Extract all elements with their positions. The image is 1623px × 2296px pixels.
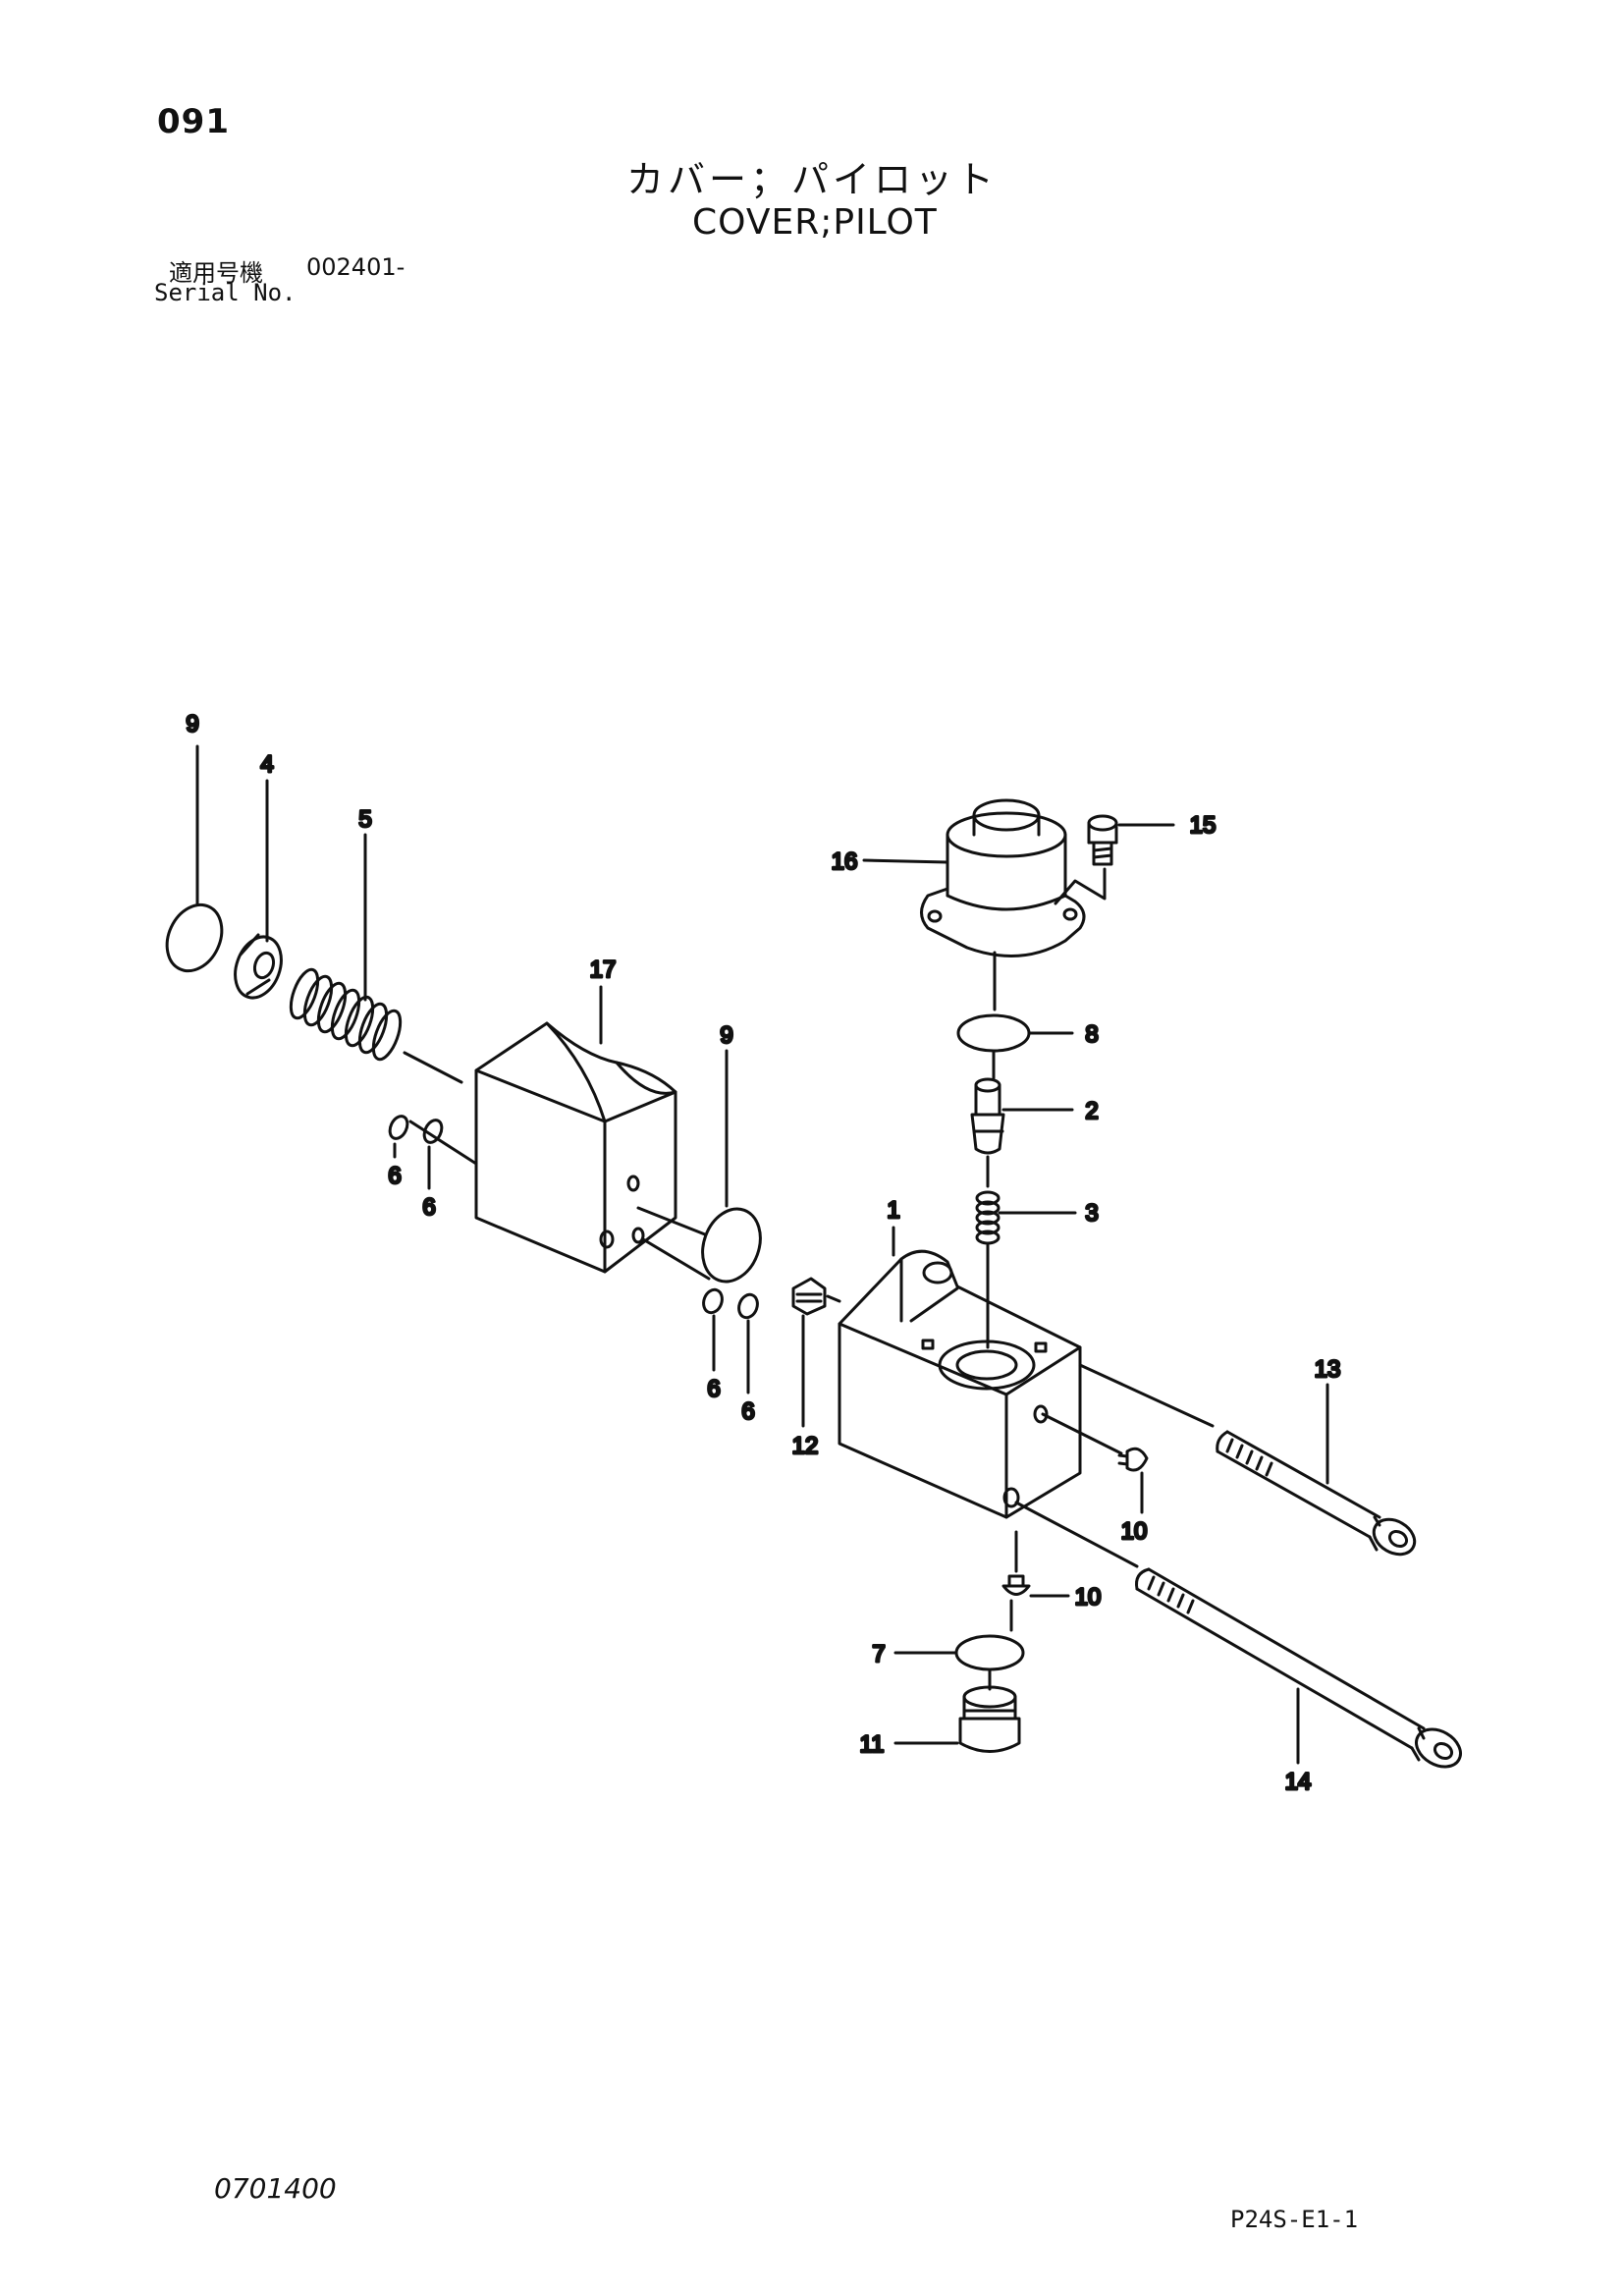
callout-10-upper: 10 [1121, 1518, 1148, 1545]
callout-8: 8 [1085, 1021, 1098, 1048]
callout-11: 11 [860, 1731, 885, 1758]
plug-part-12 [791, 1277, 827, 1316]
callout-6-right-b: 6 [741, 1398, 754, 1425]
callout-3: 3 [1085, 1200, 1098, 1227]
o-ring-part-9-right [701, 1207, 762, 1284]
callout-6-left-b: 6 [422, 1194, 435, 1221]
o-ring-part-8 [956, 1013, 1031, 1053]
bolt-part-14 [1135, 1567, 1462, 1769]
leader-line [636, 1206, 707, 1236]
callout-4: 4 [260, 751, 273, 778]
leader-line [862, 858, 949, 864]
callout-5: 5 [358, 806, 371, 833]
callout-14: 14 [1285, 1769, 1312, 1795]
leader-line [408, 1120, 478, 1166]
block-part-17 [474, 1021, 677, 1274]
callout-9-left: 9 [186, 711, 198, 738]
callout-6-left-a: 6 [388, 1163, 401, 1189]
page-reference: P24S-E1-1 [1230, 2206, 1359, 2233]
screw-part-10-lower [1001, 1574, 1031, 1596]
callout-9-right: 9 [720, 1022, 732, 1049]
bolt-part-15 [1087, 814, 1118, 866]
callout-13: 13 [1315, 1356, 1341, 1383]
callout-17: 17 [590, 957, 617, 983]
callout-7: 7 [872, 1641, 885, 1667]
title-japanese: カバー；パイロット [626, 158, 999, 201]
leader-line [826, 1294, 841, 1303]
leader-line [403, 1051, 463, 1084]
page-number: 091 [157, 102, 230, 141]
serial-value: 002401- [306, 253, 406, 281]
screw-part-10-upper [1117, 1447, 1149, 1472]
spring-part-5 [289, 967, 403, 1062]
serial-label-japanese: 適用号機 [169, 259, 263, 287]
leader-line [1041, 1412, 1123, 1455]
leader-line [641, 1237, 711, 1281]
plug-part-11 [958, 1685, 1021, 1753]
callout-16: 16 [832, 848, 858, 875]
callout-12: 12 [792, 1433, 819, 1459]
o-ring-part-6-left-a [388, 1115, 409, 1140]
leader-line [1078, 1363, 1215, 1428]
body-part-1 [838, 1249, 1082, 1519]
callout-10-lower: 10 [1075, 1584, 1102, 1611]
bolt-part-13 [1216, 1430, 1417, 1557]
o-ring-part-9-left [165, 902, 224, 973]
cover-part-16 [920, 798, 1086, 957]
o-ring-part-6-right-a [702, 1287, 724, 1315]
callout-2: 2 [1085, 1098, 1098, 1124]
leader-line [1014, 1501, 1139, 1568]
callout-1: 1 [887, 1197, 899, 1224]
callout-15: 15 [1190, 812, 1217, 839]
document-code: 0701400 [214, 2172, 337, 2205]
spring-part-3 [975, 1190, 1001, 1245]
washer-part-4 [234, 933, 283, 1000]
leader-line [1054, 867, 1107, 905]
serial-label-english: Serial No. [154, 279, 297, 306]
callout-6-right-a: 6 [707, 1376, 720, 1402]
title-english: COVER;PILOT [692, 202, 938, 243]
o-ring-part-6-right-b [737, 1292, 759, 1320]
o-ring-part-7 [954, 1634, 1025, 1671]
plunger-part-2 [970, 1077, 1005, 1155]
o-ring-part-6-left-b [422, 1119, 444, 1144]
